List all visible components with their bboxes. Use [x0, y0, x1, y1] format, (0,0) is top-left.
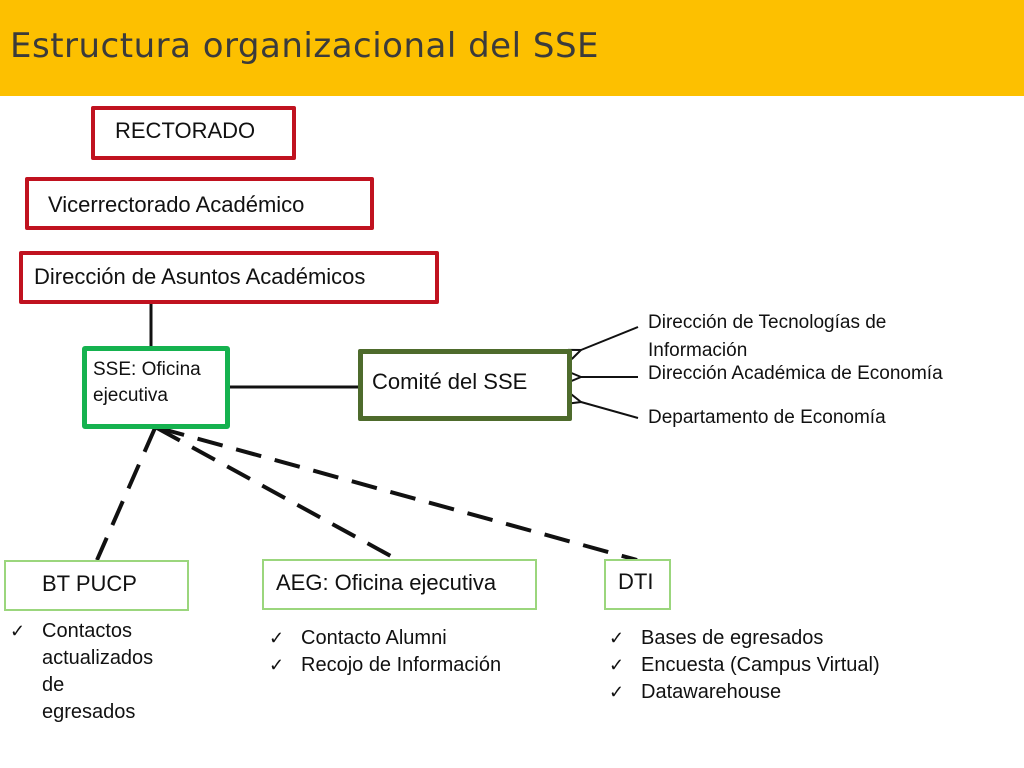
check-icon: ✓	[609, 682, 625, 702]
dti-item-text: Bases de egresados	[641, 627, 824, 649]
bt-pucp-item-text: actualizados	[42, 647, 154, 669]
sse-to-aeg-dashed	[156, 426, 399, 562]
sse-oficina-box: SSE: Oficina ejecutiva	[82, 346, 230, 429]
bt-pucp-item-text: de	[42, 674, 65, 696]
dti-direction-label: Dirección de Tecnologías de Información	[648, 309, 886, 365]
aeg-box: AEG: Oficina ejecutiva	[262, 559, 537, 610]
sse-label-line2: ejecutiva	[93, 385, 168, 406]
direccion-label: Dirección de Asuntos Académicos	[34, 264, 366, 289]
bt-pucp-item-text: Contactos	[42, 620, 133, 642]
title-bar: Estructura organizacional del SSE	[0, 0, 1024, 96]
comite-label: Comité del SSE	[372, 369, 528, 394]
arrow-from-dti-direction	[581, 326, 639, 350]
direccion-box: Dirección de Asuntos Académicos	[19, 251, 439, 304]
vicerrectorado-label: Vicerrectorado Académico	[48, 192, 305, 217]
bt-pucp-box: BT PUCP	[4, 560, 189, 611]
list-item: ✓ Recojo de Información	[269, 652, 569, 679]
bt-pucp-checklist: ✓ Contactos actualizados de egresados	[10, 618, 190, 726]
list-item: de	[10, 672, 190, 699]
aeg-label: AEG: Oficina ejecutiva	[276, 570, 497, 595]
list-item: ✓ Datawarehouse	[609, 679, 969, 706]
check-icon: ✓	[609, 655, 625, 675]
aeg-item-text: Contacto Alumni	[301, 627, 447, 649]
list-item: actualizados	[10, 645, 190, 672]
comite-box: Comité del SSE	[358, 349, 572, 421]
arrow-from-economia-departamento	[581, 402, 639, 419]
sse-to-dti-dashed	[158, 426, 638, 562]
list-item: ✓ Contactos	[10, 618, 190, 645]
bt-pucp-label: BT PUCP	[42, 571, 137, 596]
vicerrectorado-box: Vicerrectorado Académico	[25, 177, 374, 230]
aeg-item-text: Recojo de Información	[301, 654, 502, 676]
rectorado-box: RECTORADO	[91, 106, 296, 160]
dti-item-text: Encuesta (Campus Virtual)	[641, 654, 880, 676]
aeg-checklist: ✓ Contacto Alumni ✓ Recojo de Informació…	[269, 625, 569, 679]
check-icon: ✓	[609, 628, 625, 648]
economia-departamento-label: Departamento de Economía	[648, 407, 886, 428]
check-icon: ✓	[269, 655, 285, 675]
check-icon: ✓	[10, 621, 26, 641]
list-item: ✓ Bases de egresados	[609, 625, 969, 652]
page-title: Estructura organizacional del SSE	[10, 26, 600, 66]
dti-label: DTI	[618, 569, 654, 594]
sse-label-line1: SSE: Oficina	[93, 359, 201, 380]
dti-direction-line2: Información	[648, 340, 748, 361]
dti-direction-line1: Dirección de Tecnologías de	[648, 312, 887, 333]
check-icon: ✓	[269, 628, 285, 648]
bt-pucp-item-text: egresados	[42, 701, 136, 723]
list-item: egresados	[10, 699, 190, 726]
rectorado-label: RECTORADO	[115, 118, 256, 143]
list-item: ✓ Contacto Alumni	[269, 625, 569, 652]
dti-box: DTI	[604, 559, 671, 610]
list-item: ✓ Encuesta (Campus Virtual)	[609, 652, 969, 679]
economia-direccion-label: Dirección Académica de Economía	[648, 363, 943, 384]
sse-to-bt-pucp-dashed	[95, 427, 157, 561]
dti-checklist: ✓ Bases de egresados ✓ Encuesta (Campus …	[609, 625, 969, 706]
dti-item-text: Datawarehouse	[641, 681, 782, 703]
